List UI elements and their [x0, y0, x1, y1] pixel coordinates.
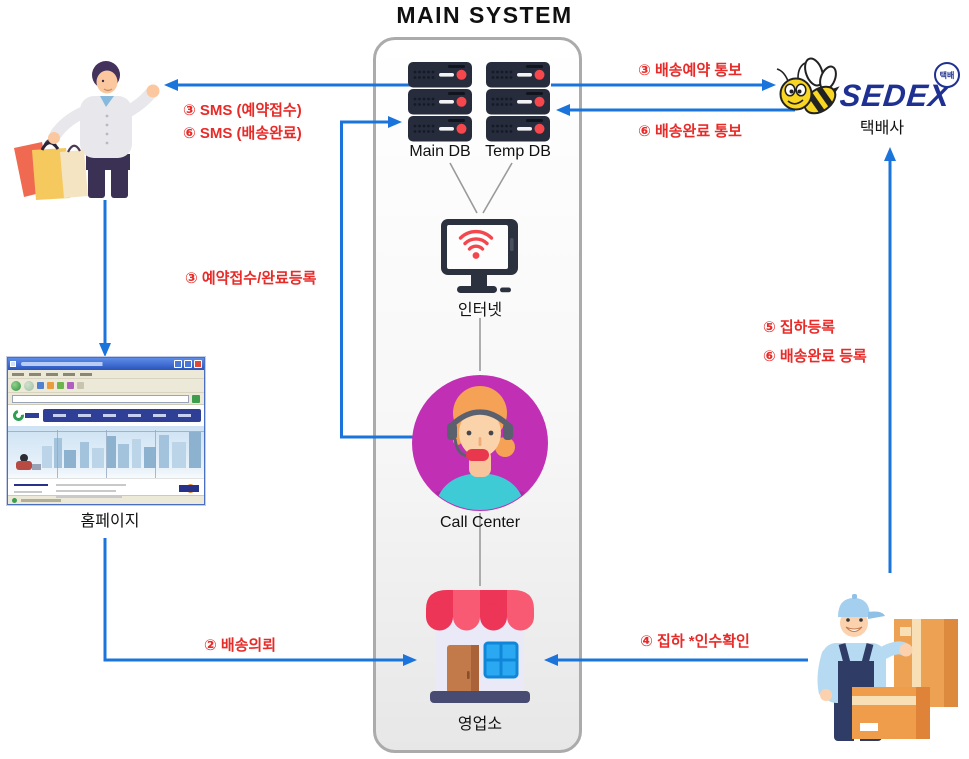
flow-label-sms: ③ SMS (예약접수) ⑥ SMS (배송완료) [183, 99, 302, 145]
flow-pickup-confirm: ④ 집하 *인수확인 [640, 633, 750, 650]
courier-label: 택배사 [859, 120, 905, 137]
browser-titlebar [8, 358, 204, 370]
site-logo [10, 407, 41, 424]
browser-icon [10, 361, 16, 367]
sedex-badge: 택배 [934, 62, 960, 88]
arrow-complete-notice-to-tempdb [556, 104, 795, 116]
webpage-content [8, 405, 204, 498]
flow-label-register: ⑤ 집하등록 ⑥ 배송완료 등록 [763, 313, 867, 371]
address-field [12, 394, 189, 403]
minimize-button [174, 360, 182, 368]
flow-pickup-register: ⑤ 집하등록 [763, 319, 836, 336]
site-lower-content [8, 478, 204, 498]
browser-statusbar [8, 495, 204, 504]
customer-icon [14, 61, 160, 200]
flow-reserve-register: ③ 예약접수/완료등록 [185, 270, 317, 287]
arrow-deliveryman-to-courier [884, 147, 896, 573]
site-navbar [43, 409, 201, 422]
flow-complete-register: ⑥ 배송완료 등록 [763, 348, 867, 365]
temp-db-label: Temp DB [485, 143, 551, 160]
store-icon [426, 590, 534, 703]
forward-icon [24, 380, 34, 391]
go-icon [192, 394, 200, 403]
back-icon [11, 380, 21, 391]
call-center-label: Call Center [439, 514, 521, 531]
browser-addressbar [8, 393, 204, 405]
page-title: MAIN SYSTEM [396, 2, 573, 28]
store-label: 영업소 [457, 716, 503, 733]
flow-sms-complete: ⑥ SMS (배송완료) [183, 125, 302, 142]
arrow-reserve-notice-to-courier [551, 79, 776, 91]
arrow-customer-to-homepage [99, 200, 111, 357]
browser-toolbar [8, 379, 204, 393]
main-db-label: Main DB [409, 143, 471, 160]
hero-person [20, 454, 28, 462]
internet-label: 인터넷 [457, 302, 503, 319]
arrow-deliveryman-to-store [544, 654, 808, 666]
browser-menubar [8, 370, 204, 379]
sedex-brand: SEDEX [838, 78, 953, 113]
call-center-icon [412, 375, 548, 511]
maximize-button [184, 360, 192, 368]
flow-delivery-request: ② 배송의뢰 [203, 637, 277, 654]
internet-monitor-icon [441, 219, 518, 293]
homepage-label: 홈페이지 [80, 513, 140, 530]
flow-complete-notice: ⑥ 배송완료 통보 [638, 123, 742, 140]
temp-db-server-icon [486, 62, 550, 142]
flow-sms-receive: ③ SMS (예약접수) [183, 102, 302, 119]
delivery-man-icon [817, 594, 958, 741]
homepage-browser [7, 357, 205, 505]
main-db-server-icon [408, 62, 472, 142]
close-button [194, 360, 202, 368]
site-hero-image [8, 426, 204, 478]
flow-reserve-notice: ③ 배송예약 통보 [638, 62, 742, 79]
more-button [179, 485, 199, 492]
sedex-bee-icon [776, 57, 840, 116]
